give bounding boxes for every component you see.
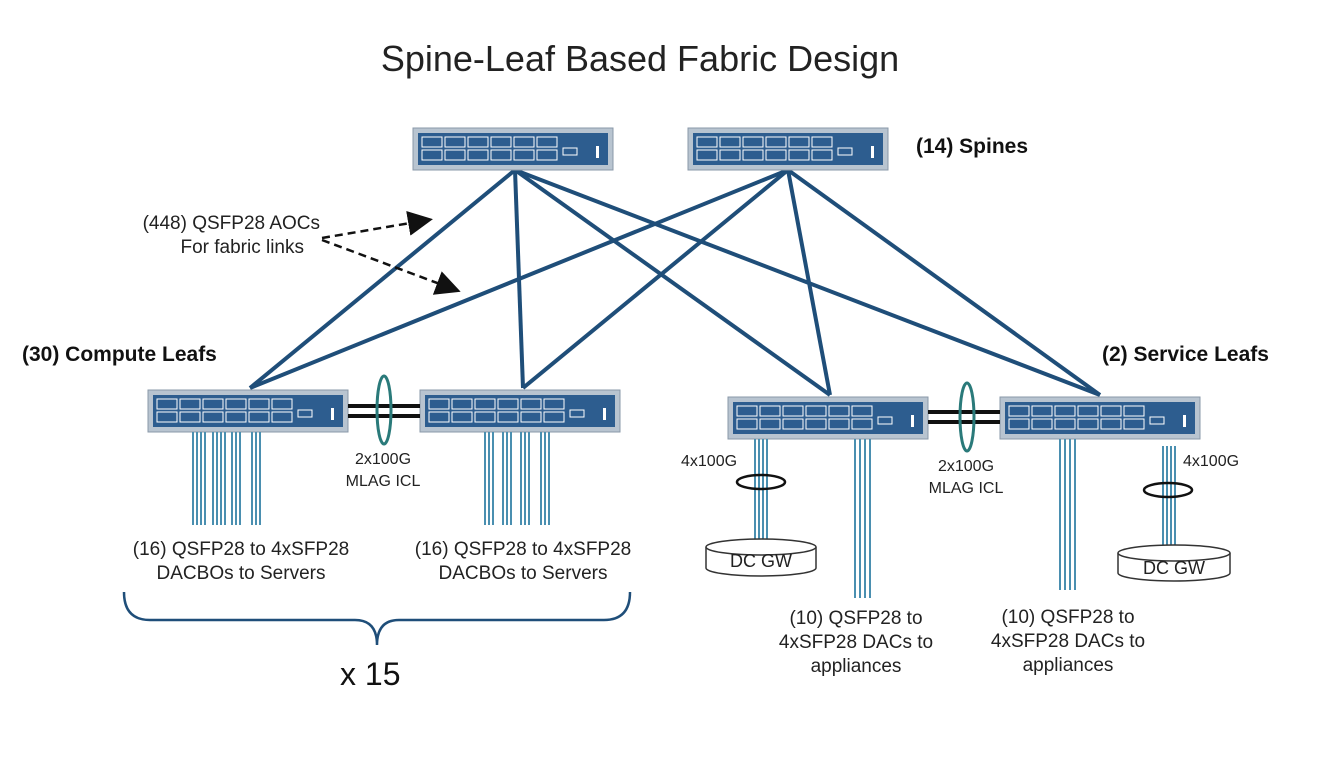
group-brace xyxy=(122,591,632,646)
server-cables xyxy=(192,432,261,525)
appliance-cables xyxy=(854,439,871,598)
service-leaf-switch xyxy=(999,396,1201,440)
compute-leaf-switch xyxy=(419,389,621,433)
dc-gw-uplink xyxy=(1162,446,1176,545)
fabric-link xyxy=(249,168,789,390)
dac-line2: 4xSFP28 DACs to xyxy=(778,632,934,653)
aoc-label-line2: For fabric links xyxy=(180,237,304,258)
fabric-link xyxy=(248,168,517,390)
mlag-icl-text: MLAG ICL xyxy=(928,480,1004,497)
uplink-bundle-ring xyxy=(735,473,787,491)
dac-line2: 4xSFP28 DACs to xyxy=(990,631,1146,652)
dac-line1: (10) QSFP28 to xyxy=(789,608,923,629)
dacbo-line1: (16) QSFP28 to 4xSFP28 xyxy=(132,539,350,560)
mlag-icl-link xyxy=(348,374,420,446)
service-leaf-switch xyxy=(727,396,929,440)
uplink-speed-label: 4x100G xyxy=(1183,453,1240,470)
mlag-icl-link xyxy=(928,381,1000,453)
dacbo-line1: (16) QSFP28 to 4xSFP28 xyxy=(414,539,632,560)
mlag-icl-text: MLAG ICL xyxy=(345,473,421,490)
dac-line3: appliances xyxy=(1022,655,1114,676)
spines-label: (14) Spines xyxy=(916,135,1029,158)
dac-line1: (10) QSFP28 to xyxy=(1001,607,1135,628)
compute-leafs-label: (30) Compute Leafs xyxy=(22,343,217,366)
compute-leaf-switch xyxy=(147,389,349,433)
dac-label: (10) QSFP28 to 4xSFP28 DACs to appliance… xyxy=(755,607,957,679)
dacbo-label: (16) QSFP28 to 4xSFP28 DACBOs to Servers xyxy=(106,538,376,586)
page-title: Spine-Leaf Based Fabric Design xyxy=(380,38,900,79)
uplink-speed-label: 4x100G xyxy=(681,453,738,470)
fabric-link xyxy=(521,168,790,390)
fabric-link xyxy=(786,169,832,396)
fabric-link xyxy=(513,168,832,397)
mlag-icl-label: 2x100G MLAG ICL xyxy=(335,449,431,493)
aoc-arrow xyxy=(321,238,461,295)
dacbo-line2: DACBOs to Servers xyxy=(156,563,326,584)
aoc-arrow xyxy=(321,211,433,240)
mlag-speed: 2x100G xyxy=(354,451,412,468)
mlag-icl-label: 2x100G MLAG ICL xyxy=(918,456,1014,500)
fabric-link xyxy=(786,168,1102,397)
mlag-speed: 2x100G xyxy=(937,458,995,475)
dc-gw-label: DC GW xyxy=(730,551,792,571)
aoc-label: (448) QSFP28 AOCs For fabric links xyxy=(104,212,320,260)
dac-line3: appliances xyxy=(810,656,902,677)
dc-gw-router xyxy=(705,538,817,577)
appliance-cables xyxy=(1059,439,1076,590)
dacbo-label: (16) QSFP28 to 4xSFP28 DACBOs to Servers xyxy=(388,538,658,586)
dc-gw-label: DC GW xyxy=(1143,558,1205,578)
server-cables xyxy=(484,432,550,525)
aoc-arrows xyxy=(321,211,461,295)
spine-switch xyxy=(412,127,614,171)
dac-label: (10) QSFP28 to 4xSFP28 DACs to appliance… xyxy=(967,606,1169,678)
dacbo-line2: DACBOs to Servers xyxy=(438,563,608,584)
dc-gw-router xyxy=(1117,544,1231,582)
aoc-label-line1: (448) QSFP28 AOCs xyxy=(142,213,320,234)
fabric-links xyxy=(248,168,1102,397)
uplink-bundle-ring xyxy=(1142,481,1194,499)
spine-switch xyxy=(687,127,889,171)
multiplier-label: x 15 xyxy=(340,656,401,692)
service-leafs-label: (2) Service Leafs xyxy=(1102,343,1269,366)
